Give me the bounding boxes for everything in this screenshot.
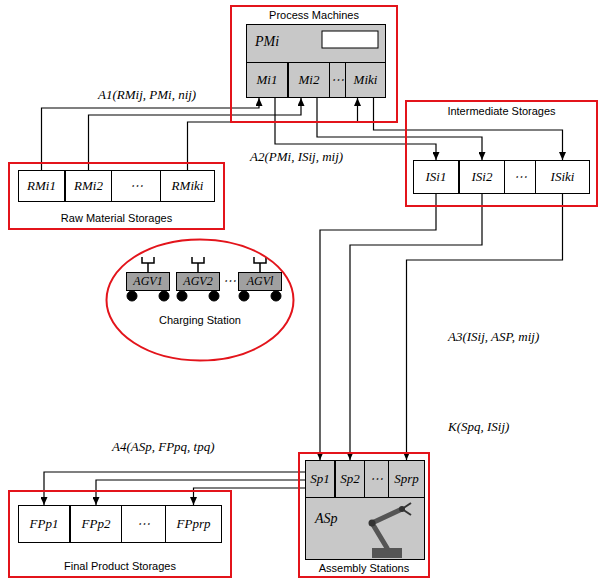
flow-arrow (96, 480, 305, 505)
region-heading: Charging Station (159, 314, 241, 327)
region-heading: Assembly Stations (319, 562, 409, 575)
label-holder: ⋯ (122, 505, 165, 543)
node-label: RMi2 (74, 179, 103, 194)
storage-row (414, 161, 590, 194)
station-cell: Sprp (388, 460, 425, 498)
robot-arm (369, 503, 412, 558)
flow-label: A3(ISij, ASP, mij) (448, 330, 539, 345)
storage-cell: RMi1 (18, 170, 65, 202)
ellipsis-mark: ⋯ (331, 73, 344, 88)
region-heading: Process Machines (269, 9, 359, 22)
assembly-box: ASp Sp1 Sp2 Sprp (305, 460, 425, 560)
agv-body: AGV2 (176, 272, 220, 291)
storage-cell: FPp1 (18, 505, 70, 543)
region-frame: Intermediate StoragesISi1 ISi2 ISiki (405, 100, 598, 207)
node-label: Mi1 (257, 73, 278, 88)
node-label: RMiki (172, 179, 204, 194)
node-label: PMi (255, 34, 279, 50)
flow-label: A1(RMij, PMi, nij) (98, 88, 196, 103)
node-label: RMi1 (27, 179, 56, 194)
node-label: ISi2 (472, 170, 493, 185)
node-label: AGVl (247, 275, 274, 289)
storage-row (19, 171, 215, 202)
label-holder: A2(PMi, ISij, mij) (250, 150, 343, 165)
node-label: Sprp (394, 472, 419, 487)
storage-cell: RMiki (160, 170, 215, 202)
flow-arrow (42, 98, 260, 170)
storage-cell: RMi2 (65, 170, 112, 202)
ellipsis-mark: ⋯ (514, 170, 527, 185)
ellipsis-mark: ⋯ (130, 179, 143, 194)
node-label: Sp2 (340, 472, 360, 487)
flow-arrow (374, 98, 563, 160)
label-holder: ⋯ (505, 160, 535, 194)
charging-ellipse: Charging Station AGV1 AGV2 AGVl (105, 238, 295, 362)
flow-arrow (44, 472, 305, 505)
storage-cell: ISi1 (413, 160, 459, 194)
storage-cell: FPp2 (70, 505, 122, 543)
node-label: Sp1 (310, 472, 330, 487)
label-holder: A3(ISij, ASP, mij) (448, 330, 539, 345)
label-holder: ⋯ (365, 460, 388, 498)
node-label: FPp1 (30, 517, 59, 532)
flow-label: A2(PMi, ISij, mij) (250, 150, 343, 165)
ellipse-outline (105, 238, 295, 362)
agv-body: AGV1 (126, 272, 170, 291)
agv-parts (127, 257, 281, 301)
agv-body: AGVl (238, 272, 282, 291)
ellipsis-mark: ⋯ (137, 517, 150, 532)
storage-cell: FPprp (165, 505, 222, 543)
node-label: FPp2 (82, 517, 111, 532)
machine-fill (246, 24, 386, 98)
assembly-fill (305, 460, 425, 560)
ellipsis-mark: ⋯ (370, 472, 383, 487)
storage-cell: ISi2 (459, 160, 505, 194)
region-heading: Raw Material Storages (61, 212, 172, 225)
machine-box: PMiMi1 Mi2 Miki (246, 24, 386, 98)
region-frame: Raw Material Storages RMi1 RMi2 RMiki (8, 162, 225, 230)
node-label: Mi2 (299, 73, 320, 88)
machine-cell: Mi1 (246, 62, 288, 98)
region-frame: Assembly Stations ASp Sp1 Sp2 Sprp (298, 452, 430, 578)
machine-cell: Mi2 (288, 62, 330, 98)
label-holder: ⋯ (112, 170, 160, 202)
region-frame: Process MachinesPMiMi1 Mi2 Miki (230, 5, 398, 123)
storage-cell: ISiki (535, 160, 590, 194)
label-holder: ⋯ (220, 272, 238, 291)
ellipsis-mark: ⋯ (223, 274, 236, 289)
label-holder: K(Spq, ISij) (448, 420, 509, 435)
flow-arrow (407, 194, 563, 460)
node-label: AGV1 (133, 275, 162, 289)
region-heading: Intermediate Storages (447, 105, 555, 118)
flow-label: A4(ASp, FPpq, tpq) (112, 440, 215, 455)
node-label: Miki (354, 73, 378, 88)
storage-row (19, 506, 222, 543)
station-cell: Sp1 (305, 460, 335, 498)
node-label: ISi1 (426, 170, 447, 185)
label-holder: ⋯ (330, 62, 345, 98)
node-label: ASp (315, 511, 338, 527)
flow-label: K(Spq, ISij) (448, 420, 509, 435)
machine-display (322, 31, 378, 48)
label-holder: A1(RMij, PMi, nij) (98, 88, 196, 103)
flow-arrow (188, 98, 358, 170)
region-heading: Final Product Storages (64, 560, 176, 573)
machine-cell: Miki (345, 62, 386, 98)
station-cell: Sp2 (335, 460, 365, 498)
node-label: AGV2 (183, 275, 212, 289)
region-frame: Final Product Storages FPp1 FPp2 FPprp (8, 490, 232, 578)
node-label: ISiki (551, 170, 575, 185)
flow-arrow (320, 194, 436, 460)
label-holder: A4(ASp, FPpq, tpq) (112, 440, 215, 455)
node-label: FPprp (177, 517, 211, 532)
